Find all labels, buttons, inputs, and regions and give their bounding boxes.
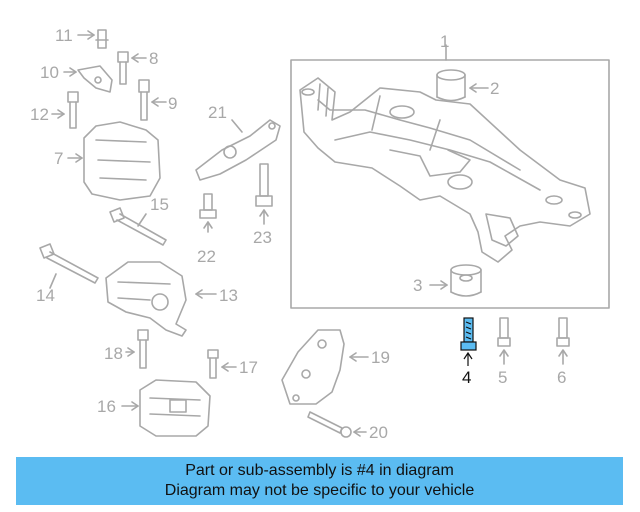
callout-2: 2: [490, 79, 500, 98]
part-16-mount: [121, 379, 211, 437]
part-20-bolt: [307, 411, 367, 438]
part-17-bolt: [207, 349, 237, 379]
part-13-transmission-mount: [105, 261, 217, 337]
part-9-bolt: [138, 79, 167, 121]
callout-14: 14: [36, 286, 55, 305]
callout-13: 13: [219, 286, 238, 305]
subframe-group-box: [290, 59, 610, 309]
callout-6: 6: [557, 368, 567, 387]
callout-9: 9: [168, 94, 178, 113]
callout-7: 7: [54, 149, 64, 168]
callout-3: 3: [413, 276, 423, 295]
callout-11: 11: [55, 26, 73, 45]
callout-20: 20: [369, 423, 388, 442]
callout-22: 22: [197, 247, 216, 266]
part-8-bolt: [117, 51, 147, 85]
callout-8: 8: [149, 49, 159, 68]
part-15-bolt: [109, 207, 167, 246]
part-3-bushing: [429, 264, 482, 297]
part-22-bolt: [199, 193, 217, 233]
part-5-bolt: [497, 317, 511, 365]
callout-18: 18: [104, 344, 123, 363]
callout-12: 12: [30, 105, 49, 124]
parts-diagram: [39, 29, 610, 438]
part-10-bracket: [63, 65, 113, 93]
part-6-bolt: [556, 317, 570, 365]
callout-21: 21: [208, 103, 227, 122]
part-7-engine-mount: [67, 121, 161, 201]
callout-17: 17: [239, 358, 258, 377]
callout-1: 1: [440, 32, 450, 51]
callout-15: 15: [150, 195, 169, 214]
callout-5: 5: [498, 368, 508, 387]
subframe-crossmember: [299, 77, 591, 263]
part-18-bolt: [125, 329, 149, 369]
callout-10: 10: [40, 63, 59, 82]
callout-4: 4: [462, 368, 472, 387]
part-21-torque-arm: [195, 119, 281, 181]
banner-line-disclaimer: Diagram may not be specific to your vehi…: [164, 482, 475, 499]
part-23-bolt: [255, 163, 273, 225]
part-4-bolt-highlighted: [460, 317, 477, 366]
callout-16: 16: [97, 397, 116, 416]
part-12-bolt: [51, 91, 79, 129]
part-11-bolt: [77, 29, 109, 49]
callout-23: 23: [253, 228, 272, 247]
banner-line-part: Part or sub-assembly is #4 in diagram: [185, 462, 454, 479]
info-banner: Part or sub-assembly is #4 in diagram Di…: [16, 457, 623, 505]
callout-19: 19: [371, 348, 390, 367]
part-19-bracket: [281, 329, 369, 405]
part-2-bushing: [436, 69, 489, 102]
part-14-bolt: [39, 243, 99, 289]
